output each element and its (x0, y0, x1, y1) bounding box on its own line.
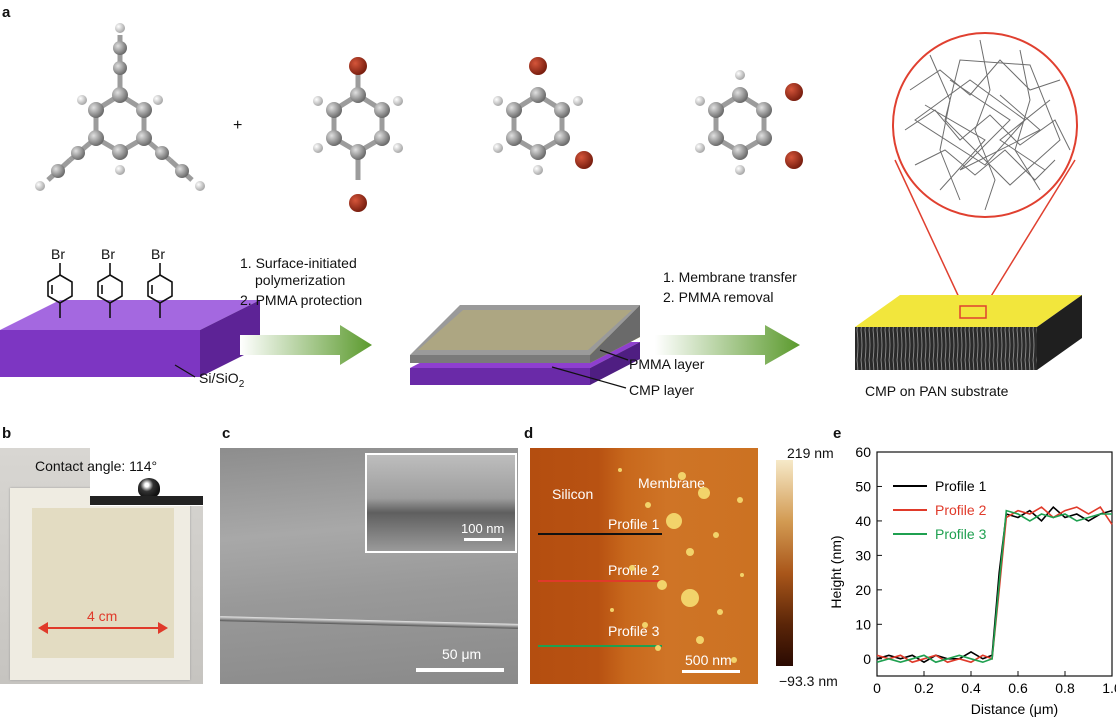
pmma-pointer (599, 349, 629, 361)
surface-line (90, 496, 203, 505)
scheme-graphics (0, 23, 1082, 389)
step2-line2: 2. PMMA removal (663, 289, 774, 305)
x-tick-label: 0.6 (1008, 680, 1028, 696)
legend-label-3: Profile 3 (935, 526, 987, 542)
plus-sign: + (233, 117, 243, 134)
br-label-1: Br (51, 246, 65, 262)
y-tick-label: 10 (855, 616, 871, 632)
process-arrow-1 (240, 325, 372, 365)
sem-inset (365, 453, 517, 553)
y-tick-label: 0 (863, 651, 871, 667)
contact-angle-text: Contact angle: 114° (35, 458, 158, 474)
contact-angle-inset (90, 448, 203, 506)
bromophenyl-groups (47, 263, 173, 318)
inset-scale-text: 100 nm (461, 521, 505, 536)
panel-label-a: a (2, 4, 11, 21)
x-axis-label: Distance (μm) (971, 701, 1058, 717)
br-label-3: Br (151, 246, 165, 262)
colorbar-max-label: 219 nm (787, 445, 834, 461)
x-tick-label: 1.0 (1102, 680, 1116, 696)
panel-label-b: b (2, 425, 12, 442)
y-tick-label: 30 (855, 547, 871, 563)
scale-arrowhead-left (38, 622, 48, 634)
afm-colorbar (776, 460, 793, 666)
water-droplet (138, 478, 160, 498)
cmp-pointer (551, 366, 627, 389)
x-tick-label: 0.4 (961, 680, 981, 696)
triethynylbenzene-atoms (35, 23, 205, 191)
scale-text: 500 nm (685, 652, 732, 668)
sem-image: 100 nm 50 μm (220, 448, 518, 684)
inset-scale-bar (464, 538, 502, 541)
cmp-network-zoom (892, 32, 1078, 307)
legend-label-1: Profile 1 (935, 478, 987, 494)
scale-text: 4 cm (87, 608, 118, 624)
scale-bar (682, 670, 740, 673)
scale-arrowhead-right (158, 622, 168, 634)
membrane-label: Membrane (638, 475, 705, 491)
y-tick-label: 60 (855, 444, 871, 460)
profile-1-label: Profile 1 (608, 516, 660, 532)
step2-line1: 1. Membrane transfer (663, 269, 797, 285)
dibromobenzene-ortho-molecule (695, 70, 803, 175)
scale-text: 50 μm (442, 646, 482, 662)
panel-label-e: e (833, 425, 842, 442)
step1-line1: 1. Surface-initiated (240, 255, 357, 271)
substrate-label: Si/SiO2 (199, 370, 245, 390)
panel-label-c: c (222, 425, 231, 442)
afm-image: Silicon Membrane Profile 1 Profile 2 Pro… (530, 448, 758, 684)
si-sio2-substrate (0, 300, 260, 377)
profile-line-1 (538, 533, 662, 535)
series-line-3 (876, 509, 1112, 664)
layered-stack (410, 305, 640, 385)
membrane-photo: Contact angle: 114° 4 cm (0, 448, 203, 684)
scale-arrow (42, 627, 162, 629)
br-label-2: Br (101, 246, 115, 262)
silicon-label: Silicon (552, 486, 594, 502)
legend-label-2: Profile 2 (935, 502, 987, 518)
y-axis-label: Height (nm) (828, 535, 844, 608)
process-arrow-2 (655, 325, 800, 365)
x-tick-label: 0 (873, 680, 881, 696)
dibromobenzene-meta-molecule (493, 57, 593, 175)
step1-line2: polymerization (255, 272, 346, 288)
colorbar-min-label: −93.3 nm (779, 673, 838, 689)
cmp-on-pan-label: CMP on PAN substrate (865, 383, 1009, 399)
dibromobenzene-para-molecule (313, 57, 403, 212)
x-tick-label: 0.2 (914, 680, 934, 696)
profile-line-2 (538, 580, 662, 582)
pan-substrate (855, 295, 1082, 370)
step1-line3: 2. PMMA protection (240, 292, 363, 308)
panel-label-d: d (524, 425, 534, 442)
substrate-pointer (174, 364, 196, 378)
profile-line-3 (538, 645, 662, 647)
cmp-layer-label: CMP layer (629, 382, 695, 398)
y-tick-label: 20 (855, 582, 871, 598)
y-tick-label: 50 (855, 478, 871, 494)
scale-bar (416, 668, 504, 672)
y-tick-label: 40 (855, 513, 871, 529)
plot-frame (876, 451, 1113, 677)
membrane-film (32, 508, 174, 658)
x-tick-label: 0.8 (1055, 680, 1075, 696)
pmma-layer-label: PMMA layer (629, 356, 705, 372)
